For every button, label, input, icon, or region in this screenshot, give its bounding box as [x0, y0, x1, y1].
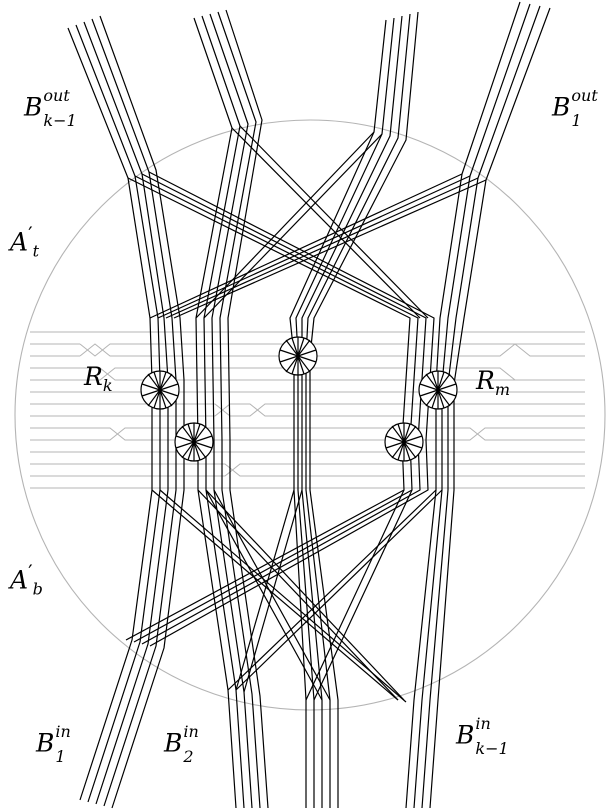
router-nodes: [140, 336, 458, 462]
router-node-rk: [140, 370, 180, 410]
label-r-m: Rm: [476, 366, 510, 399]
boundary-circle: [14, 119, 606, 711]
label-a-b: A′b: [10, 560, 43, 599]
router-node-lower-right: [384, 422, 424, 462]
router-node-lower-left: [174, 422, 214, 462]
router-node-rm: [418, 370, 458, 410]
label-a-t: A′t: [10, 222, 40, 261]
black-strands: [67, 1, 551, 809]
label-r-k: Rk: [84, 362, 113, 395]
router-node-center: [278, 336, 318, 376]
